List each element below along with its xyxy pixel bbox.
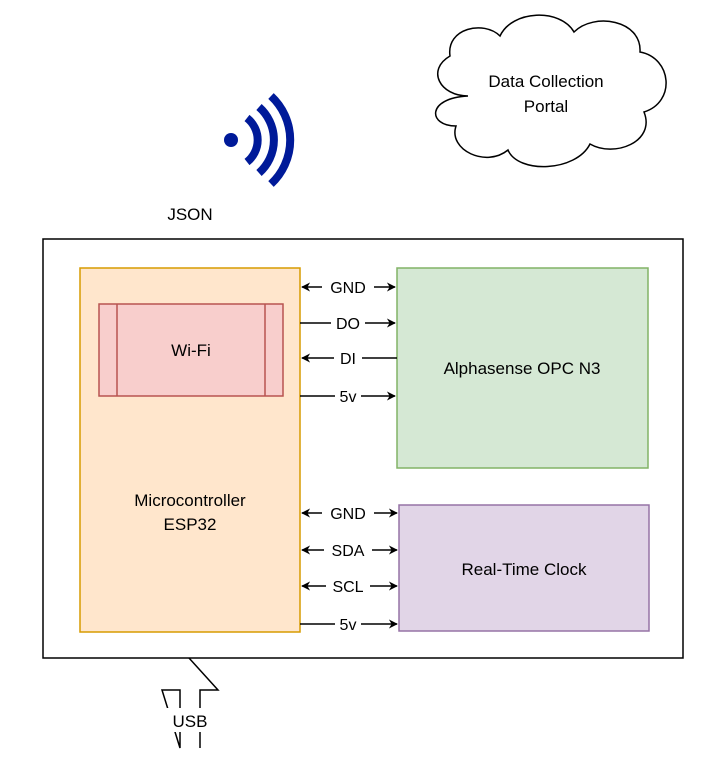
rtc-block: Real-Time Clock [398, 504, 650, 632]
cloud-label-line2: Portal [524, 97, 568, 116]
json-label: JSON [167, 205, 212, 224]
rtc-wire-sda: SDA [301, 540, 398, 560]
opc-label: Alphasense OPC N3 [444, 359, 601, 378]
data-collection-portal-cloud: Data Collection Portal [435, 14, 667, 168]
rtc-label: Real-Time Clock [461, 560, 587, 579]
usb-label: USB [173, 712, 208, 731]
rtc-wire-5v: 5v [300, 614, 398, 634]
wire-label-di: DI [340, 351, 356, 368]
wire-label-gnd: GND [330, 280, 366, 297]
wire-label-scl: SCL [332, 579, 363, 596]
usb-input-arrow-icon [160, 657, 220, 749]
opc-wire-5v: 5v [300, 386, 396, 406]
wireless-signal-icon [224, 93, 295, 187]
wifi-label: Wi-Fi [171, 341, 211, 360]
wire-label-gnd-rtc: GND [330, 506, 366, 523]
opc-sensor-block: Alphasense OPC N3 [396, 267, 649, 469]
rtc-wire-scl: SCL [301, 576, 398, 596]
opc-wire-di: DI [301, 348, 397, 368]
wifi-module: Wi-Fi [98, 303, 284, 397]
microcontroller-label-line2: ESP32 [164, 515, 217, 534]
opc-wire-do: DO [300, 313, 396, 333]
wire-label-sda: SDA [332, 543, 365, 560]
microcontroller-label-line1: Microcontroller [134, 491, 246, 510]
wire-label-5v-rtc: 5v [340, 617, 357, 634]
cloud-label-line1: Data Collection [488, 72, 603, 91]
cloud-shape-icon [435, 14, 667, 168]
rtc-wire-gnd: GND [301, 503, 398, 523]
wire-label-5v: 5v [340, 389, 357, 406]
opc-wire-gnd: GND [301, 277, 396, 297]
wire-label-do: DO [336, 316, 360, 333]
